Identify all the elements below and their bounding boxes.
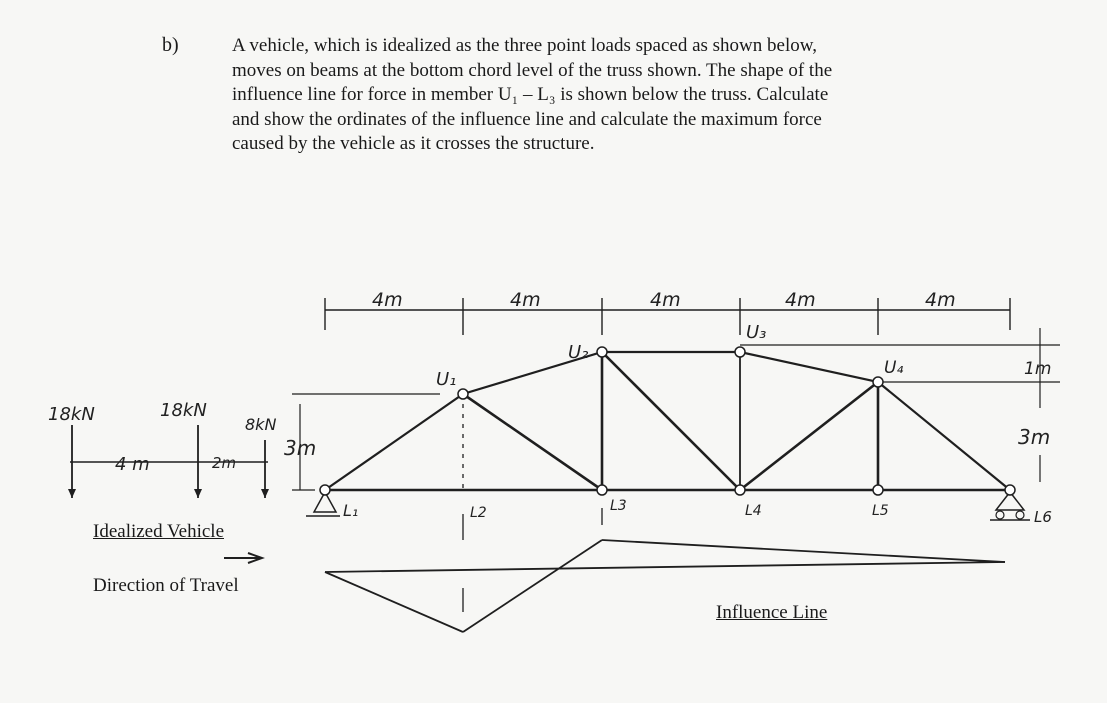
top-chord: [324, 350, 1011, 491]
load-label: 8kN: [245, 415, 276, 434]
panel-width-label: 4m: [510, 289, 541, 311]
node-label-l3: L3: [610, 498, 627, 514]
influence-line-caption: Influence Line: [716, 602, 828, 623]
influence-line-segment: [601, 539, 1006, 563]
direction-arrow: [224, 552, 265, 564]
spacing-label: 4 m: [115, 454, 150, 475]
panel-width-label: 4m: [925, 289, 956, 311]
influence-line-segment: [324, 571, 464, 633]
height-label-left: 3m: [284, 436, 316, 460]
height-label-right-top: 1m: [1024, 359, 1051, 379]
node-label-u3: U₃: [746, 322, 766, 343]
panel-width-label: 4m: [372, 289, 403, 311]
node-label-l1: L₁: [343, 501, 358, 520]
part-label: b): [162, 34, 179, 56]
node-u2: [596, 346, 608, 358]
node-u1: [457, 388, 469, 400]
vehicle-caption: Idealized Vehicle: [93, 521, 224, 542]
pin-support: [312, 490, 338, 513]
influence-baseline: [324, 561, 1006, 573]
roller: [995, 510, 1005, 520]
problem-line: A vehicle, which is idealized as the thr…: [232, 35, 817, 56]
node-l1: [319, 484, 331, 496]
direction-caption: Direction of Travel: [93, 575, 239, 596]
roller: [1015, 510, 1025, 520]
problem-line: influence line for force in member U₁ – …: [232, 84, 829, 105]
problem-line: caused by the vehicle as it crosses the …: [232, 133, 595, 154]
node-l4: [734, 484, 746, 496]
diagonal-u1-l3: [462, 392, 603, 492]
panel-width-label: 4m: [785, 289, 816, 311]
node-label-u2: U₂: [568, 342, 588, 363]
node-label-l5: L5: [872, 503, 889, 519]
roller-support: [994, 490, 1026, 511]
node-label-l2: L2: [470, 505, 487, 521]
node-l5: [872, 484, 884, 496]
problem-line: and show the ordinates of the influence …: [232, 108, 822, 130]
spacing-label: 2m: [212, 454, 236, 472]
node-label-l6: L6: [1034, 508, 1052, 526]
node-u4: [872, 376, 884, 388]
node-label-l4: L4: [745, 503, 762, 519]
diagonal-l4-u4: [739, 380, 879, 492]
problem-line: moves on beams at the bottom chord level…: [232, 59, 833, 81]
height-label-right-bottom: 3m: [1018, 425, 1050, 449]
panel-width-label: 4m: [650, 289, 681, 311]
diagonal-u2-l4: [601, 351, 741, 491]
node-label-u4: U₄: [884, 358, 903, 378]
node-label-u1: U₁: [436, 369, 456, 390]
load-label: 18kN: [160, 400, 207, 421]
node-l6: [1004, 484, 1016, 496]
load-label: 18kN: [48, 404, 95, 425]
node-u3: [734, 346, 746, 358]
influence-line-segment: [462, 539, 603, 633]
problem-statement: A vehicle, which is idealized as the thr…: [232, 34, 972, 157]
node-l3: [596, 484, 608, 496]
